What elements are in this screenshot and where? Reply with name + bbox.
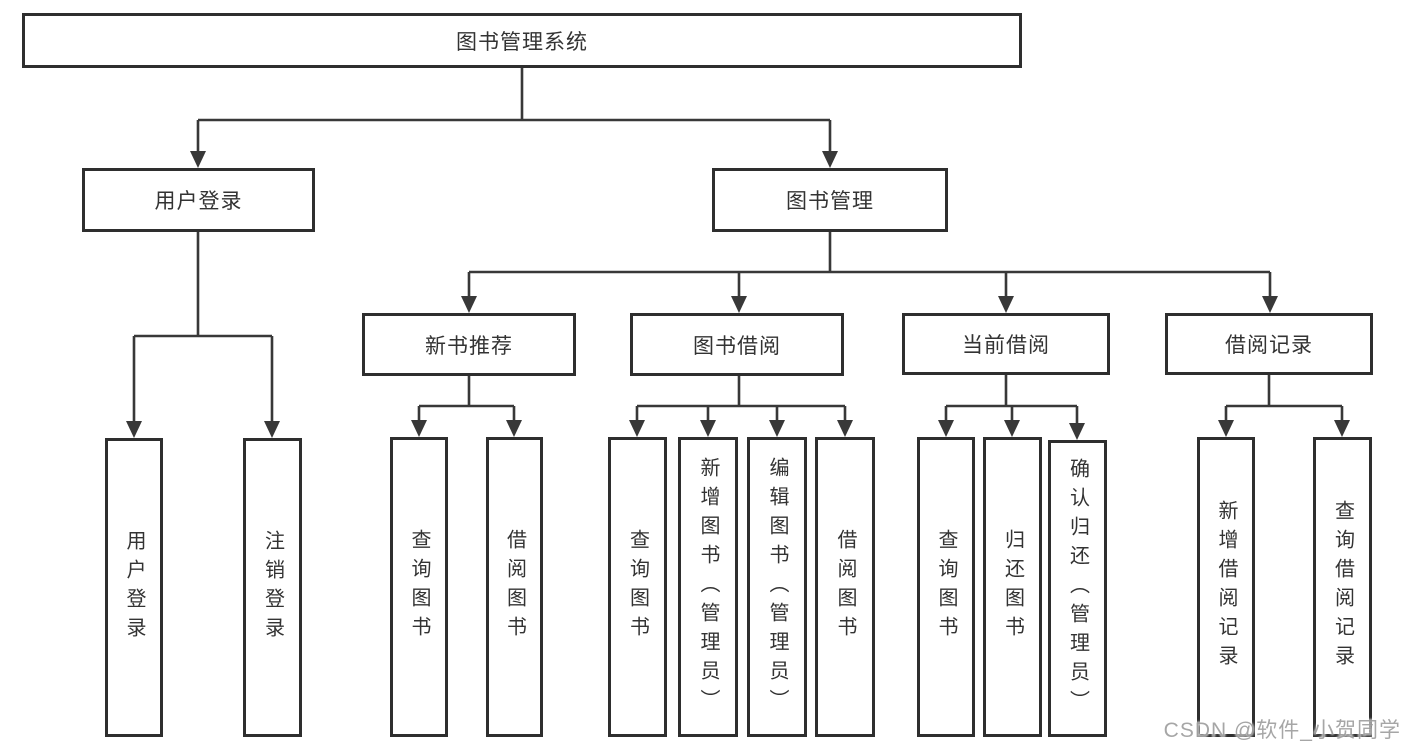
leaf-cb-confirm-return-label: 确认归还（管理员） bbox=[1066, 458, 1089, 719]
arrowhead-icon bbox=[126, 421, 142, 438]
leaf-user-login-label: 用户登录 bbox=[123, 529, 145, 646]
leaf-br-query-record-label: 查询借阅记录 bbox=[1331, 500, 1354, 674]
leaf-cb-return-books: 归还图书 bbox=[983, 437, 1042, 737]
leaf-cb-query-books-label: 查询图书 bbox=[935, 529, 957, 645]
leaf-bb-add-books: 新增图书（管理员） bbox=[678, 437, 738, 737]
node-book-management-label: 图书管理 bbox=[786, 190, 874, 213]
leaf-cb-return-books-label: 归还图书 bbox=[1001, 529, 1024, 645]
leaf-nbr-borrow-books: 借阅图书 bbox=[486, 437, 543, 737]
leaf-br-add-record-label: 新增借阅记录 bbox=[1215, 500, 1237, 674]
node-book-borrowing: 图书借阅 bbox=[630, 313, 844, 376]
arrowhead-icon bbox=[731, 296, 747, 313]
leaf-logout: 注销登录 bbox=[243, 438, 302, 737]
leaf-br-query-record: 查询借阅记录 bbox=[1313, 437, 1372, 737]
leaf-nbr-query-books: 查询图书 bbox=[390, 437, 448, 737]
arrowhead-icon bbox=[461, 296, 477, 313]
arrowhead-icon bbox=[998, 296, 1014, 313]
arrowhead-icon bbox=[938, 420, 954, 437]
node-new-book-recommend: 新书推荐 bbox=[362, 313, 576, 376]
node-system: 图书管理系统 bbox=[22, 13, 1022, 68]
arrowhead-icon bbox=[264, 421, 280, 438]
node-system-label: 图书管理系统 bbox=[456, 30, 588, 54]
node-current-borrowing: 当前借阅 bbox=[902, 313, 1110, 375]
connector-lines bbox=[132, 68, 1344, 425]
arrowhead-icon bbox=[700, 420, 716, 437]
node-book-borrowing-label: 图书借阅 bbox=[693, 334, 781, 358]
leaf-br-add-record: 新增借阅记录 bbox=[1197, 437, 1255, 737]
node-borrowing-records-label: 借阅记录 bbox=[1225, 334, 1313, 357]
arrowhead-icon bbox=[506, 420, 522, 437]
arrowhead-icon bbox=[411, 420, 427, 437]
leaf-bb-edit-books: 编辑图书（管理员） bbox=[747, 437, 807, 737]
node-borrowing-records: 借阅记录 bbox=[1165, 313, 1373, 375]
leaf-bb-query-books-label: 查询图书 bbox=[626, 529, 649, 645]
leaf-logout-label: 注销登录 bbox=[261, 529, 284, 646]
node-user-login-label: 用户登录 bbox=[154, 190, 243, 213]
arrowhead-icon bbox=[190, 151, 206, 168]
leaf-nbr-query-books-label: 查询图书 bbox=[408, 529, 430, 645]
leaf-bb-borrow-books-label: 借阅图书 bbox=[834, 529, 856, 645]
node-book-management: 图书管理 bbox=[712, 168, 948, 232]
arrowhead-icon bbox=[1334, 420, 1350, 437]
arrowhead-icon bbox=[1069, 423, 1085, 440]
leaf-bb-edit-books-label: 编辑图书（管理员） bbox=[766, 456, 788, 718]
leaf-bb-add-books-label: 新增图书（管理员） bbox=[697, 456, 719, 718]
leaf-cb-query-books: 查询图书 bbox=[917, 437, 975, 737]
node-current-borrowing-label: 当前借阅 bbox=[962, 334, 1050, 357]
watermark: CSDN @软件_小贺同学 bbox=[1163, 719, 1401, 742]
arrowhead-icon bbox=[1004, 420, 1020, 437]
node-new-book-recommend-label: 新书推荐 bbox=[425, 334, 513, 358]
arrowhead-icon bbox=[1218, 420, 1234, 437]
leaf-nbr-borrow-books-label: 借阅图书 bbox=[503, 529, 526, 645]
leaf-user-login: 用户登录 bbox=[105, 438, 163, 737]
leaf-bb-borrow-books: 借阅图书 bbox=[815, 437, 875, 737]
arrowhead-icon bbox=[837, 420, 853, 437]
arrowhead-icon bbox=[822, 151, 838, 168]
node-user-login: 用户登录 bbox=[82, 168, 315, 232]
arrowhead-icon bbox=[629, 420, 645, 437]
leaf-cb-confirm-return: 确认归还（管理员） bbox=[1048, 440, 1107, 737]
arrowhead-icon bbox=[769, 420, 785, 437]
arrowhead-icon bbox=[1262, 296, 1278, 313]
leaf-bb-query-books: 查询图书 bbox=[608, 437, 667, 737]
